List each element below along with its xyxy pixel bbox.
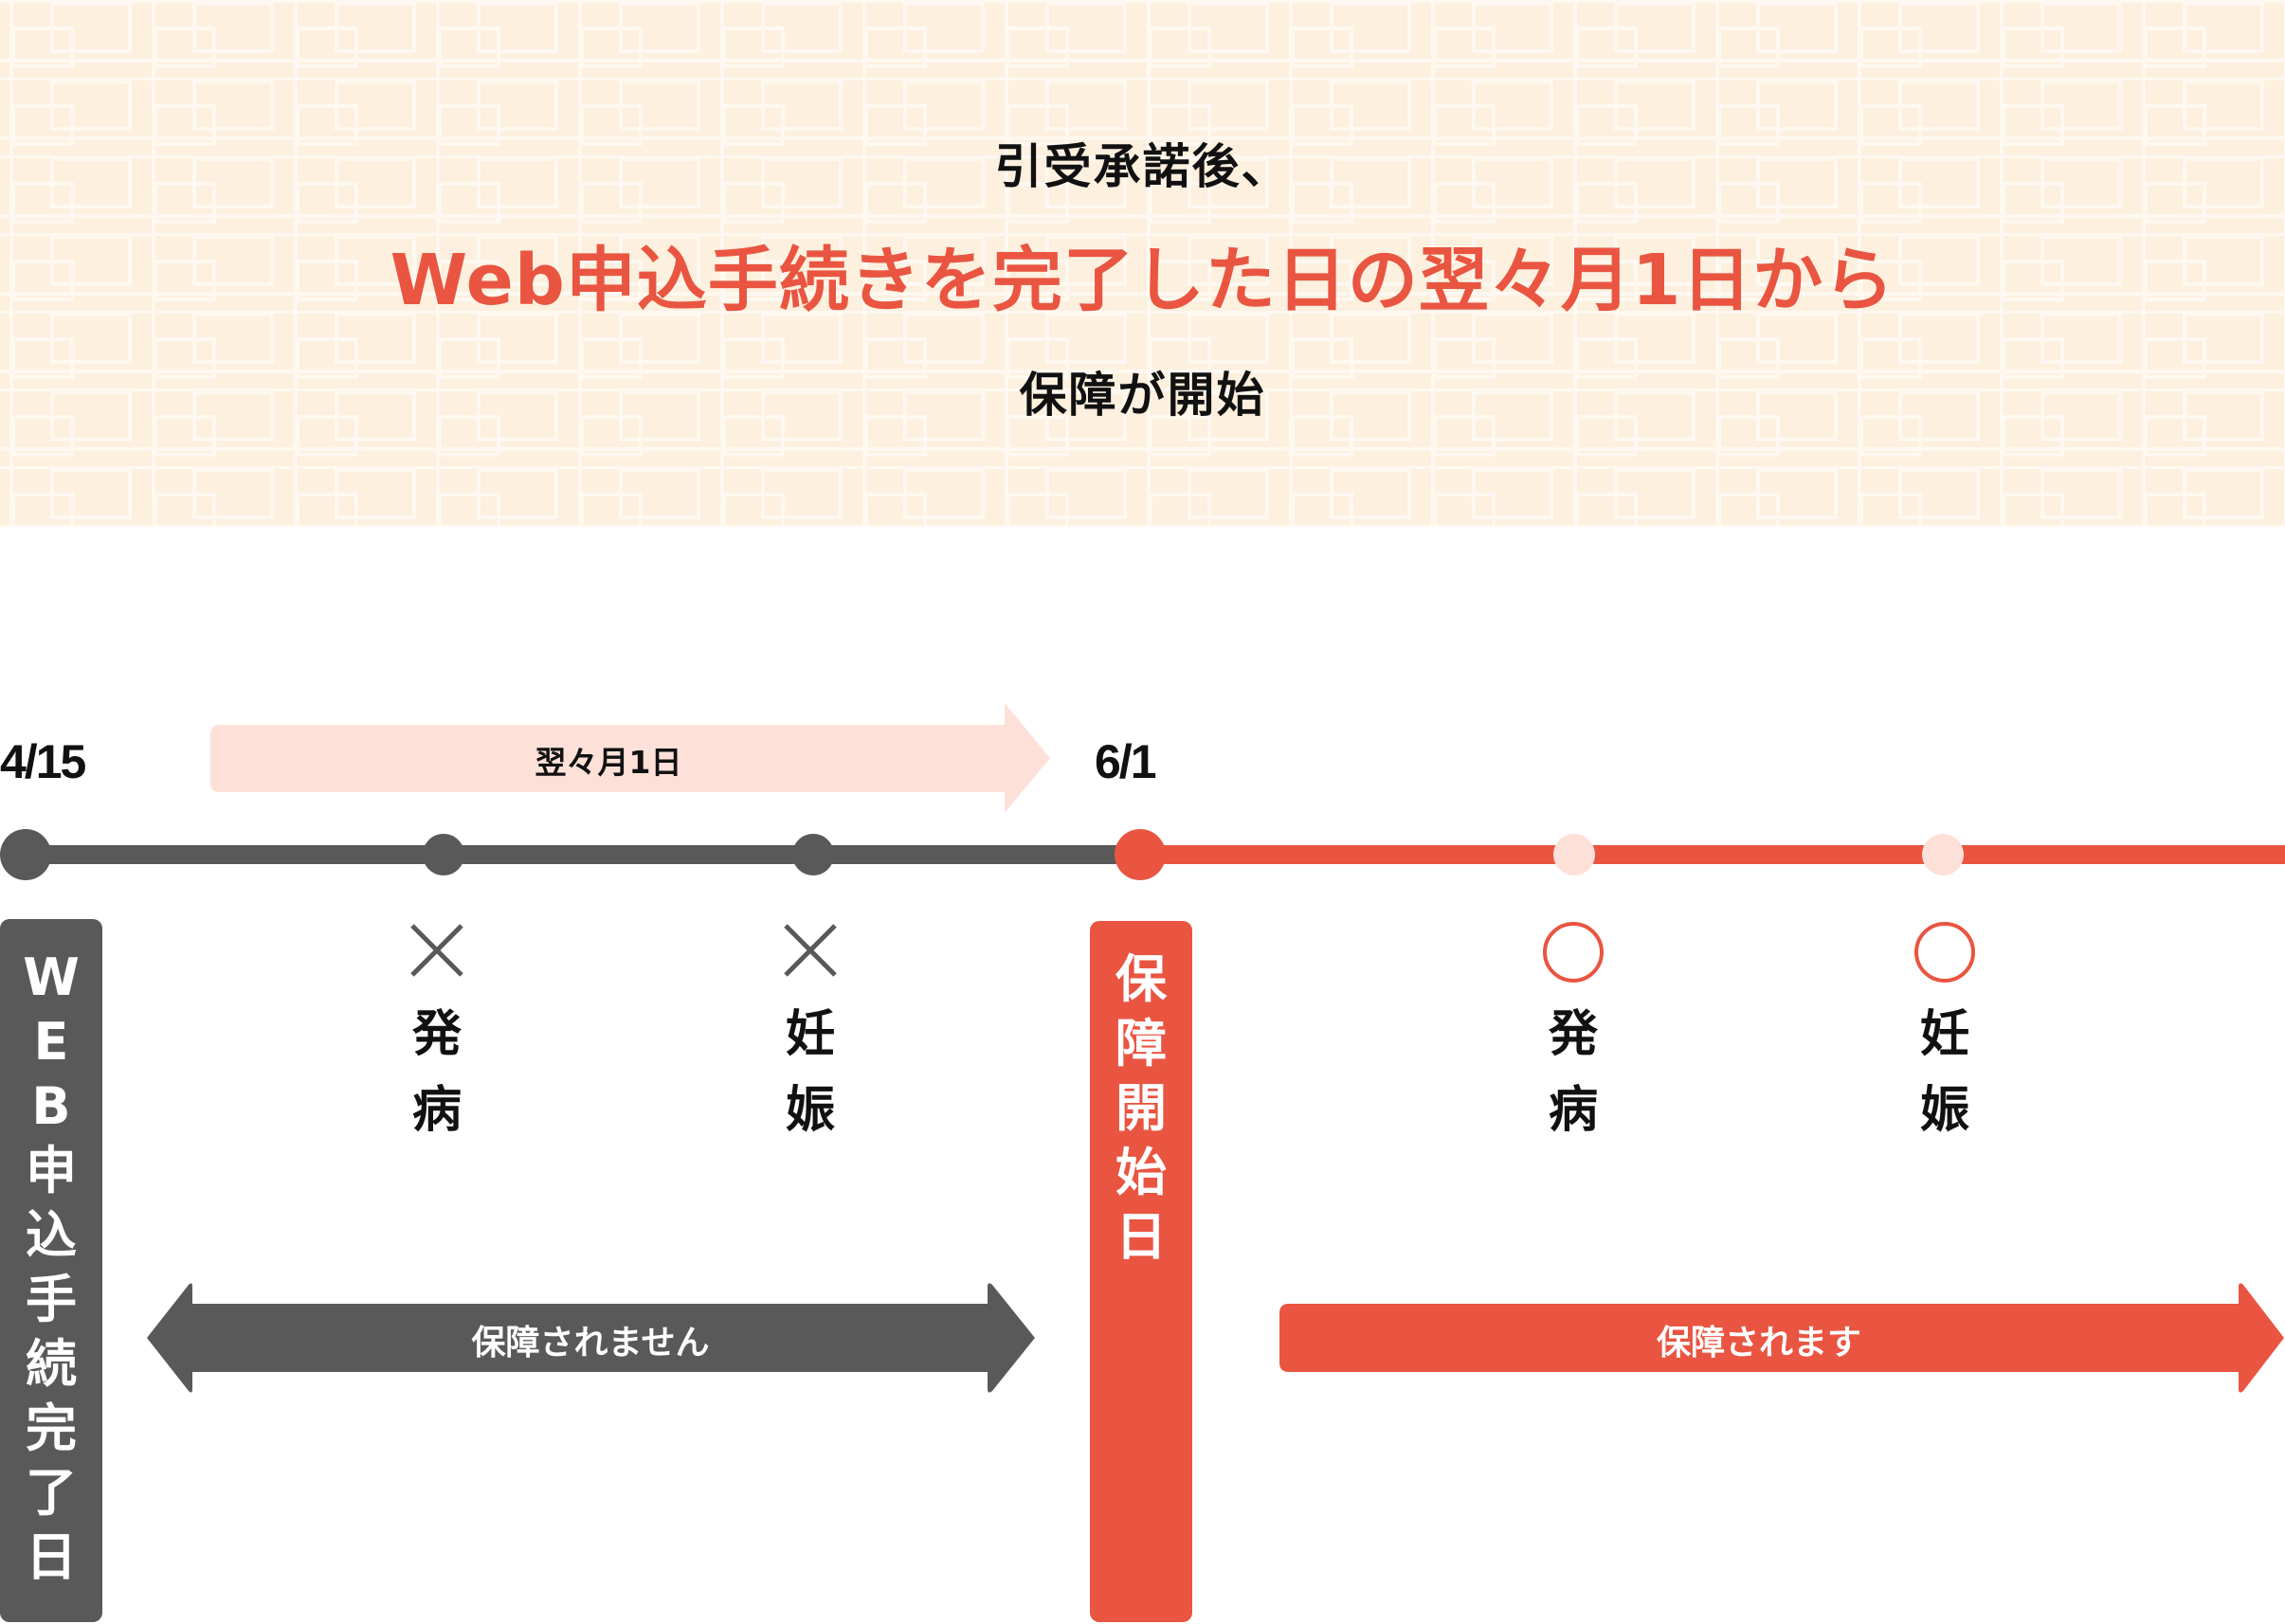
circle-icon (1543, 922, 1604, 983)
box-char: 申 (26, 1141, 77, 1200)
intro-text: 引受承諾後、 (994, 139, 1291, 194)
box-char: 日 (26, 1527, 77, 1587)
box-char: W (23, 947, 80, 1007)
event-dot (1553, 834, 1595, 875)
circle-icon (1914, 922, 1975, 983)
covered-arrow (1279, 1283, 2284, 1393)
headline-text: Web申込手続きを完了した日の翌々月1日から (390, 240, 1895, 321)
event-dot (423, 834, 464, 875)
cross-icon (410, 924, 463, 977)
box-char: 日 (1115, 1207, 1167, 1267)
coverage-start-box: 保 障 開 始 日 (1090, 921, 1192, 1622)
period-arrow (210, 703, 1050, 813)
period-arrow-label: 翌々月1日 (535, 744, 682, 781)
covered-label: 保障されます (1656, 1324, 1861, 1362)
start-date-label: 4/15 (0, 735, 86, 788)
box-char: 了 (26, 1463, 77, 1523)
box-char: 障 (1115, 1014, 1167, 1074)
timeline-track-not-covered (26, 845, 1140, 864)
box-char: 手 (26, 1270, 77, 1329)
event-dot (792, 834, 834, 875)
box-char: 始 (1115, 1143, 1167, 1202)
event-label-illness-covered: 発 病 (1548, 1006, 1598, 1139)
web-application-complete-box: W E B 申 込 手 続 完 了 日 (0, 919, 102, 1622)
start-dot (0, 829, 51, 880)
header-banner: 引受承諾後、 Web申込手続きを完了した日の翌々月1日から 保障が開始 (0, 0, 2285, 527)
background-pattern (0, 0, 2285, 527)
coverage-start-dot (1115, 829, 1166, 880)
box-char: 保 (1115, 949, 1167, 1009)
cross-icon (784, 924, 837, 977)
box-char: B (31, 1076, 71, 1136)
coverage-date-label: 6/1 (1095, 735, 1157, 788)
event-label-pregnancy-not-covered: 妊 娠 (785, 1006, 835, 1139)
box-char: 込 (26, 1205, 77, 1265)
coverage-start-text: 保障が開始 (1019, 368, 1266, 423)
box-char: E (33, 1012, 69, 1072)
not-covered-label: 保障されません (471, 1324, 710, 1362)
box-char: 開 (1115, 1078, 1167, 1138)
timeline-track-covered (1140, 845, 2285, 864)
not-covered-double-arrow (147, 1283, 1035, 1393)
box-char: 完 (26, 1398, 77, 1458)
event-dot (1922, 834, 1964, 875)
event-label-illness-not-covered: 発 病 (411, 1006, 462, 1139)
box-char: 続 (26, 1334, 77, 1394)
event-label-pregnancy-covered: 妊 娠 (1919, 1006, 1969, 1139)
